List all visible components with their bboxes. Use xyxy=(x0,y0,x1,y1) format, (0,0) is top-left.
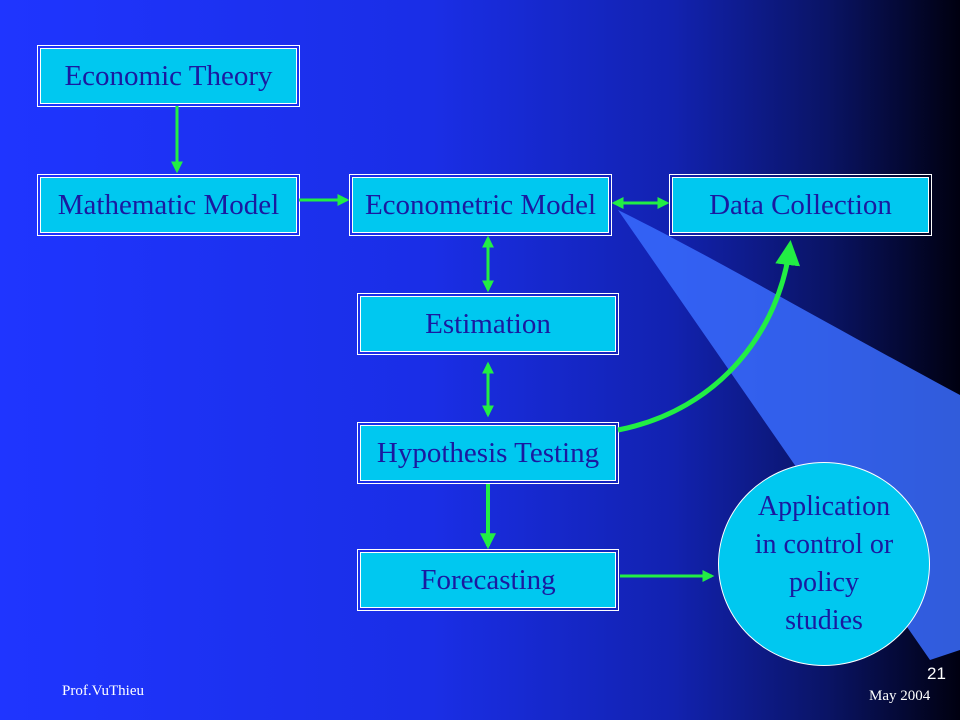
econometric-model-box: Econometric Model xyxy=(349,174,612,236)
footer-page-number: 21 xyxy=(927,664,946,683)
application-line-3: policy xyxy=(789,567,859,598)
data-collection-label: Data Collection xyxy=(709,188,892,221)
estimation-label: Estimation xyxy=(425,307,551,340)
application-line-1: Application xyxy=(757,491,891,522)
estimation-box: Estimation xyxy=(357,293,619,355)
application-line-4: studies xyxy=(785,605,863,636)
forecasting-label: Forecasting xyxy=(420,563,556,596)
application-circle: Application in control or policy studies xyxy=(718,462,930,666)
footer-author: Prof.VuThieu xyxy=(62,683,145,699)
forecasting-box: Forecasting xyxy=(357,549,619,611)
economic-theory-label: Economic Theory xyxy=(64,59,273,92)
mathematic-model-label: Mathematic Model xyxy=(57,188,280,221)
data-collection-box: Data Collection xyxy=(669,174,932,236)
hypothesis-testing-label: Hypothesis Testing xyxy=(376,436,600,469)
economic-theory-box: Economic Theory xyxy=(37,45,300,107)
hypothesis-testing-box: Hypothesis Testing xyxy=(357,422,619,484)
mathematic-model-box: Mathematic Model xyxy=(37,174,300,236)
footer-date: May 2004 xyxy=(869,688,931,704)
econometric-model-label: Econometric Model xyxy=(364,188,597,221)
application-line-2: in control or xyxy=(754,529,894,560)
arrow-hypothesis-to-data-collection xyxy=(617,240,801,433)
